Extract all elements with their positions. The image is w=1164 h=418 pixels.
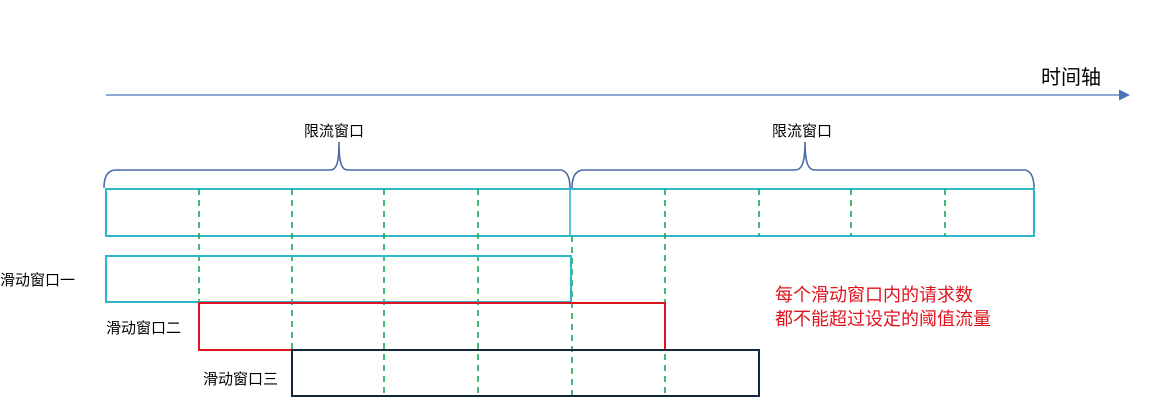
time-axis-label: 时间轴	[1041, 65, 1101, 89]
limit-window-2: 限流窗口	[571, 122, 1035, 189]
sliding-window-2-box	[198, 302, 666, 351]
sliding-window-3-label: 滑动窗口三	[203, 370, 278, 388]
sliding-window-1-label: 滑动窗口一	[0, 271, 75, 289]
sliding-window-1: 滑动窗口一	[0, 255, 572, 303]
sliding-window-3-box	[291, 349, 760, 397]
threshold-note-line-1: 每个滑动窗口内的请求数	[775, 285, 973, 306]
limit-window-2-label: 限流窗口	[772, 122, 832, 140]
time-axis: 时间轴	[106, 65, 1130, 101]
threshold-note: 每个滑动窗口内的请求数 都不能超过设定的阈值流量	[775, 285, 991, 330]
sliding-window-1-box	[105, 255, 572, 303]
limit-window-2-brace	[571, 141, 1035, 189]
threshold-note-line-2: 都不能超过设定的阈值流量	[775, 309, 991, 330]
sliding-window-2: 滑动窗口二	[106, 302, 666, 351]
limit-window-1-brace	[103, 141, 571, 189]
limit-window-1: 限流窗口	[103, 122, 571, 189]
sliding-window-3: 滑动窗口三	[203, 349, 760, 397]
sliding-window-2-label: 滑动窗口二	[106, 319, 181, 337]
time-axis-arrowhead	[1119, 89, 1130, 101]
limit-window-1-label: 限流窗口	[304, 122, 364, 140]
